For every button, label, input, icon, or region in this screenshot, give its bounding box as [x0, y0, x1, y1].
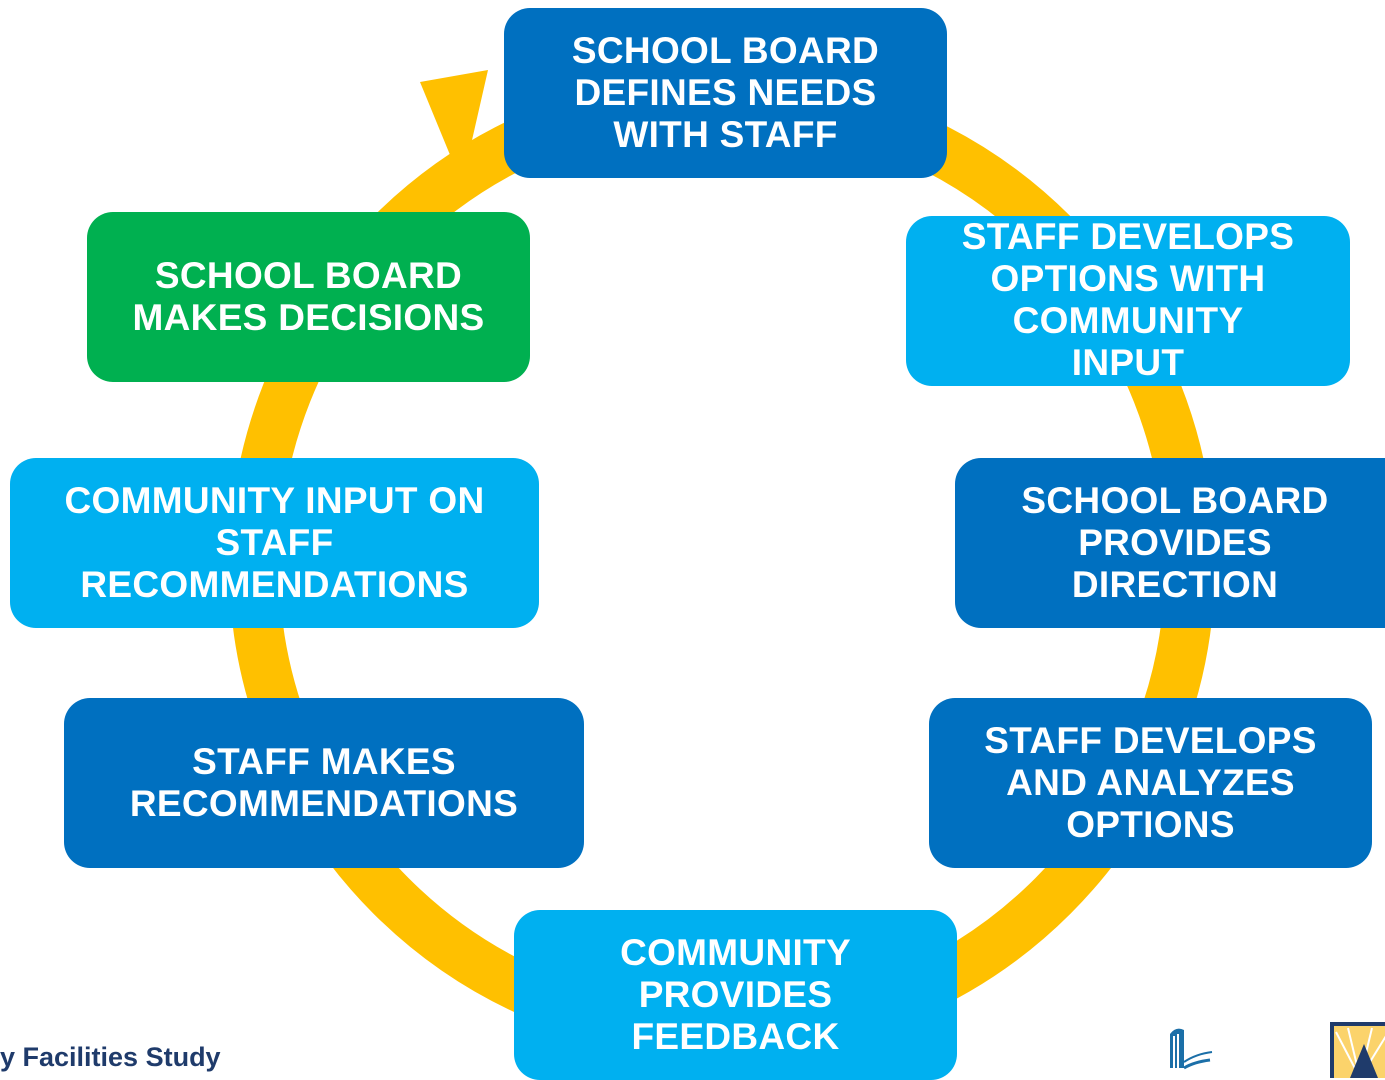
- column-logo-icon: [1170, 1028, 1213, 1070]
- step-define-needs: SCHOOL BOARD DEFINES NEEDS WITH STAFF: [504, 8, 947, 178]
- step-community-input-recommendations: COMMUNITY INPUT ON STAFF RECOMMENDATIONS: [10, 458, 539, 628]
- step-develop-analyze: STAFF DEVELOPS AND ANALYZES OPTIONS: [929, 698, 1372, 868]
- step-board-decisions: SCHOOL BOARD MAKES DECISIONS: [87, 212, 530, 382]
- footer-title: y Facilities Study: [0, 1042, 221, 1072]
- step-board-direction: SCHOOL BOARD PROVIDES DIRECTION: [955, 458, 1385, 628]
- step-develop-options-community: STAFF DEVELOPS OPTIONS WITH COMMUNITY IN…: [906, 216, 1350, 386]
- step-community-feedback: COMMUNITY PROVIDES FEEDBACK: [514, 910, 957, 1080]
- cycle-arrowhead-icon: [420, 70, 488, 184]
- sun-emblem-logo-icon: [1330, 1022, 1385, 1078]
- step-staff-recommendations: STAFF MAKES RECOMMENDATIONS: [64, 698, 584, 868]
